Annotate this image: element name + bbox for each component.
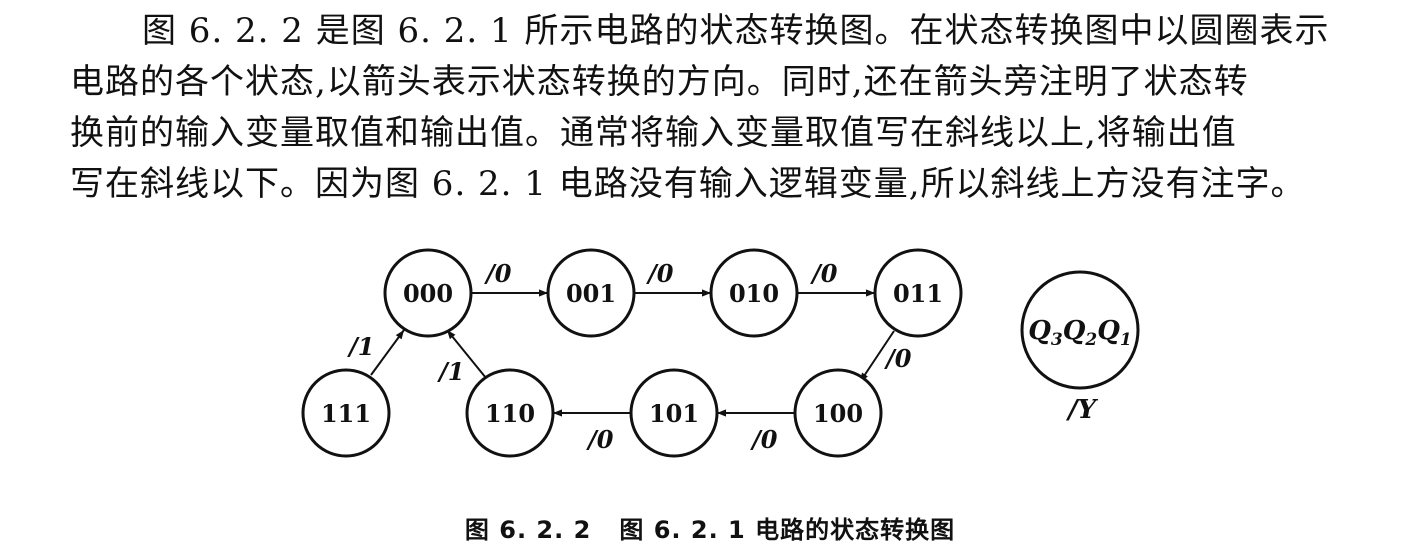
state-101: 101 bbox=[629, 368, 719, 458]
state-110: 110 bbox=[465, 368, 555, 458]
state-label-010: 010 bbox=[729, 279, 779, 308]
state-label-101: 101 bbox=[649, 399, 699, 428]
transition-label-110-000: /1 bbox=[437, 357, 464, 386]
transition-110-000 bbox=[446, 329, 487, 379]
transitions bbox=[370, 289, 895, 417]
state-010: 010 bbox=[709, 248, 799, 338]
state-011: 011 bbox=[873, 248, 963, 338]
paragraph-line-1: 图 6. 2. 2 是图 6. 2. 1 所示电路的状态转换图。在状态转换图中以… bbox=[142, 11, 1330, 51]
state-label-111: 111 bbox=[321, 399, 371, 428]
legend-output-label: /Y bbox=[1065, 395, 1098, 425]
transition-label-010-011: /0 bbox=[810, 259, 838, 288]
paragraph-line-2: 电路的各个状态,以箭头表示状态转换的方向。同时,还在箭头旁注明了状态转 bbox=[70, 62, 1249, 102]
legend-state-label: Q3Q2Q1 bbox=[1028, 316, 1132, 350]
state-label-011: 011 bbox=[893, 279, 943, 308]
transition-label-000-001: /0 bbox=[484, 259, 512, 288]
transition-label-100-101: /0 bbox=[750, 425, 778, 454]
legend-circle bbox=[1020, 270, 1140, 390]
state-111: 111 bbox=[301, 368, 391, 458]
figure-caption: 图 6. 2. 2 图 6. 2. 1 电路的状态转换图 bbox=[464, 516, 956, 544]
transition-labels: /0 /0 /0 /0 /0 /0 /1 /1 bbox=[347, 259, 912, 454]
transition-label-001-010: /0 bbox=[646, 259, 674, 288]
state-100: 100 bbox=[793, 368, 883, 458]
paragraph-line-4: 写在斜线以下。因为图 6. 2. 1 电路没有输入逻辑变量,所以斜线上方没有注字… bbox=[70, 164, 1306, 204]
transition-label-111-000: /1 bbox=[347, 332, 374, 361]
state-001: 001 bbox=[546, 248, 636, 338]
body-paragraph: 图 6. 2. 2 是图 6. 2. 1 所示电路的状态转换图。在状态转换图中以… bbox=[70, 6, 1390, 210]
state-000: 000 bbox=[383, 248, 473, 338]
state-label-000: 000 bbox=[403, 279, 453, 308]
transition-label-101-110: /0 bbox=[586, 425, 614, 454]
state-label-100: 100 bbox=[813, 399, 863, 428]
transition-011-100 bbox=[859, 330, 895, 383]
transition-111-000 bbox=[370, 329, 405, 376]
transition-label-011-100: /0 bbox=[884, 344, 912, 373]
state-label-110: 110 bbox=[485, 399, 535, 428]
paragraph-line-3: 换前的输入变量取值和输出值。通常将输入变量取值写在斜线以上,将输出值 bbox=[70, 113, 1237, 153]
legend: Q3Q2Q1 /Y bbox=[1020, 270, 1140, 425]
state-label-001: 001 bbox=[566, 279, 616, 308]
